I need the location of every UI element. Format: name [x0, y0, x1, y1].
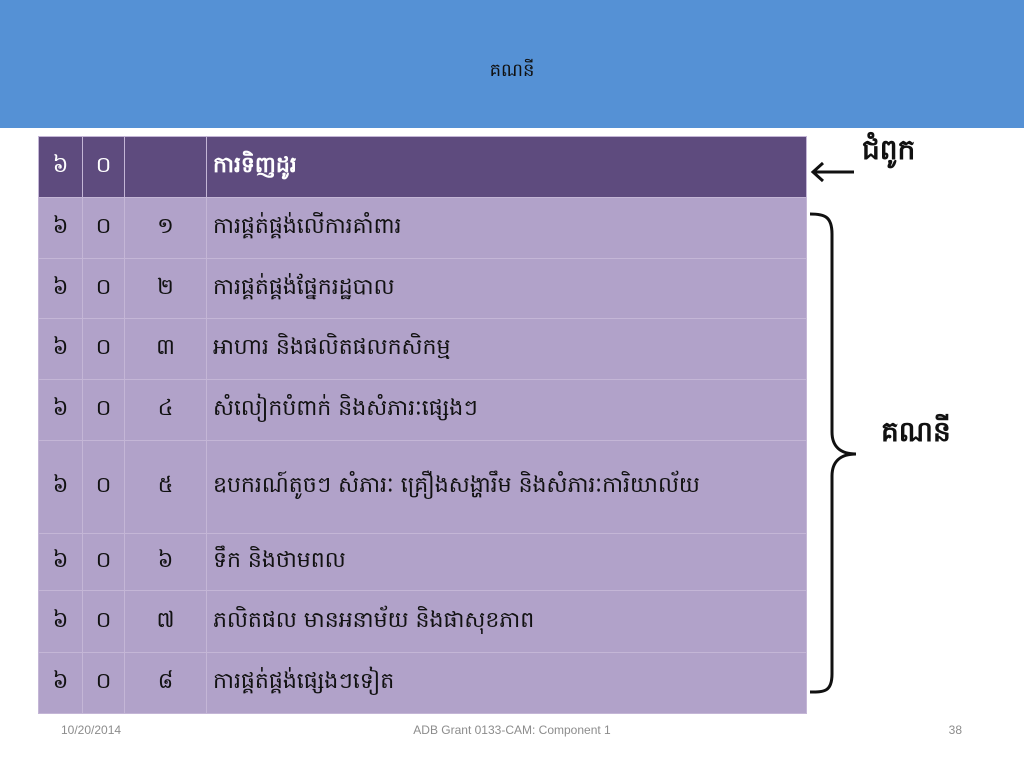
code-digit-1: ៦	[38, 318, 83, 380]
table-row: ៦ ០ ៥ ឧបករណ៍តូចៗ សំភារៈ គ្រឿងសង្ហារឹម និ…	[38, 440, 807, 534]
table-row: ៦ ០ ៨ ការផ្គត់ផ្គង់ផ្សេងៗទៀត	[38, 652, 807, 714]
code-digit-1: ៦	[38, 590, 83, 653]
code-digit-2: ០	[82, 136, 125, 198]
account-name: ការផ្គត់ផ្គង់ផ្សេងៗទៀត	[206, 652, 807, 714]
code-digit-2: ០	[82, 197, 125, 259]
code-digit-2: ០	[82, 533, 125, 591]
footer-center-text: ADB Grant 0133-CAM: Component 1	[413, 723, 611, 737]
chapter-annotation-label: ជំពូក	[862, 133, 916, 166]
left-arrow-icon	[810, 161, 854, 183]
code-digit-3: ៤	[124, 379, 207, 441]
code-digit-1: ៦	[38, 652, 83, 714]
account-name: សំលៀកបំពាក់ និងសំភារៈផ្សេងៗ	[206, 379, 807, 441]
right-brace-icon	[809, 212, 857, 694]
code-digit-3: ៨	[124, 652, 207, 714]
code-digit-3: ៣	[124, 318, 207, 380]
account-name: ការផ្គត់ផ្គង់ផ្នែករដ្ឋបាល	[206, 258, 807, 319]
code-digit-3	[124, 136, 207, 198]
code-digit-1: ៦	[38, 197, 83, 259]
code-digit-3: ៧	[124, 590, 207, 653]
title-band	[0, 0, 1024, 128]
account-name: ទឹក និងថាមពល	[206, 533, 807, 591]
account-name: អាហារ និងផលិតផលកសិកម្ម	[206, 318, 807, 380]
code-digit-3: ៥	[124, 440, 207, 534]
code-digit-1: ៦	[38, 440, 83, 534]
page-number: 38	[948, 723, 962, 737]
code-digit-3: ៦	[124, 533, 207, 591]
table-header-row: ៦ ០ ការទិញដូរ	[38, 136, 807, 198]
table-row: ៦ ០ ២ ការផ្គត់ផ្គង់ផ្នែករដ្ឋបាល	[38, 258, 807, 319]
account-name: ភលិតផល មានអនាម័យ និងផាសុខភាព	[206, 590, 807, 653]
account-table: ៦ ០ ការទិញដូរ ៦ ០ ១ ការផ្គត់ផ្គង់លើការគា…	[38, 136, 807, 714]
table-row: ៦ ០ ៦ ទឹក និងថាមពល	[38, 533, 807, 591]
code-digit-2: ០	[82, 318, 125, 380]
account-name: ការផ្គត់ផ្គង់លើការគាំពារ	[206, 197, 807, 259]
code-digit-1: ៦	[38, 379, 83, 441]
table-row: ៦ ០ ៤ សំលៀកបំពាក់ និងសំភារៈផ្សេងៗ	[38, 379, 807, 441]
table-row: ៦ ០ ៧ ភលិតផល មានអនាម័យ និងផាសុខភាព	[38, 590, 807, 653]
slide-title: គណនី	[489, 60, 535, 81]
code-digit-2: ០	[82, 652, 125, 714]
code-digit-1: ៦	[38, 136, 83, 198]
code-digit-2: ០	[82, 590, 125, 653]
code-digit-2: ០	[82, 440, 125, 534]
account-annotation-label: គណនី	[881, 415, 951, 448]
footer-date: 10/20/2014	[61, 723, 122, 737]
table-row: ៦ ០ ១ ការផ្គត់ផ្គង់លើការគាំពារ	[38, 197, 807, 259]
chapter-name: ការទិញដូរ	[206, 136, 807, 198]
account-name: ឧបករណ៍តូចៗ សំភារៈ គ្រឿងសង្ហារឹម និងសំភារ…	[206, 440, 807, 534]
code-digit-3: ២	[124, 258, 207, 319]
code-digit-2: ០	[82, 258, 125, 319]
code-digit-3: ១	[124, 197, 207, 259]
code-digit-1: ៦	[38, 533, 83, 591]
table-row: ៦ ០ ៣ អាហារ និងផលិតផលកសិកម្ម	[38, 318, 807, 380]
code-digit-1: ៦	[38, 258, 83, 319]
code-digit-2: ០	[82, 379, 125, 441]
